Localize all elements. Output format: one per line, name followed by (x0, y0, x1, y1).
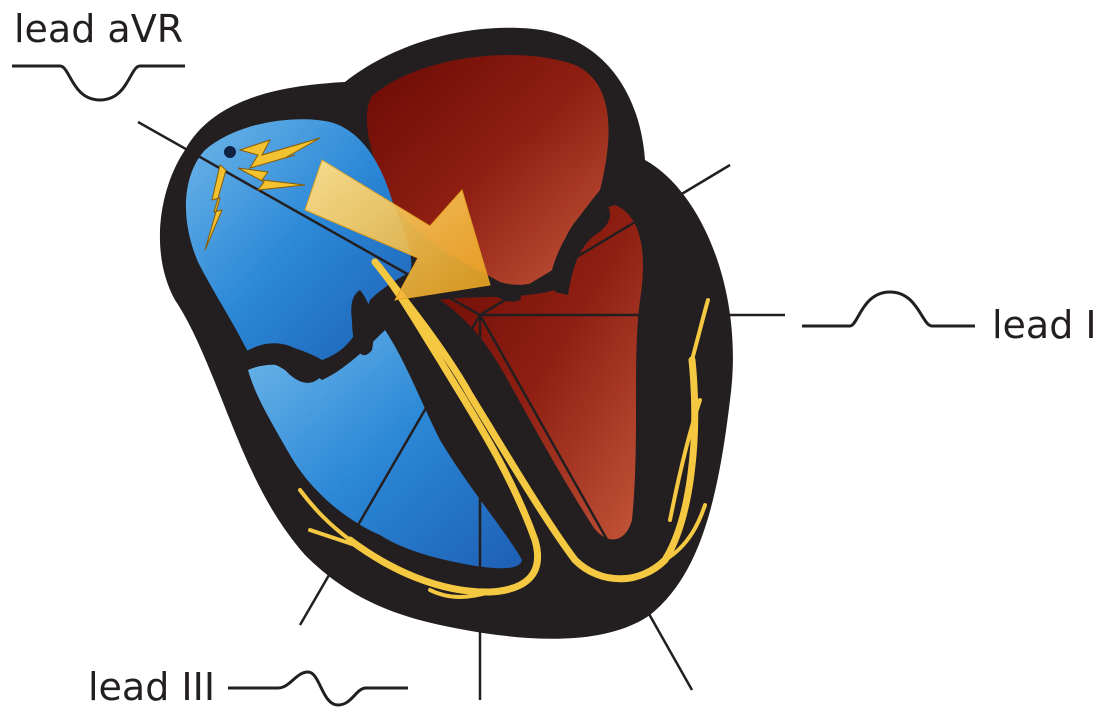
lead-iii-waveform (228, 672, 408, 705)
lead-avr-label: lead aVR (14, 7, 183, 51)
lead-avr-waveform (12, 66, 185, 100)
lead-iii-label: lead III (88, 665, 215, 709)
sa-node-dot (224, 146, 236, 158)
lead-i-waveform (802, 292, 975, 326)
lead-i-label: lead I (992, 303, 1097, 347)
